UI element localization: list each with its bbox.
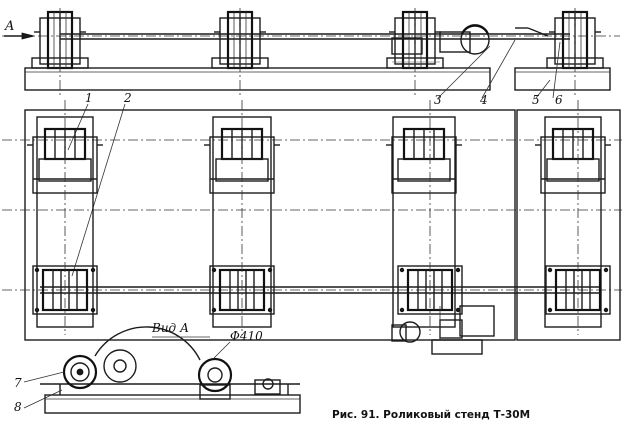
part-label-6: 6 (555, 93, 563, 107)
part-label-5: 5 (532, 93, 540, 107)
roller-right (197, 357, 233, 393)
part-label-3: 3 (434, 93, 442, 107)
part-label-1: 1 (85, 91, 93, 105)
motor-block (459, 305, 495, 337)
view-a-title: Вид А (152, 321, 190, 335)
leader-lines (67, 39, 561, 277)
view-arrow-label: A (5, 19, 15, 34)
plan-frame (24, 109, 516, 341)
top-view (2, 8, 620, 95)
diameter-label: Φ410 (230, 329, 263, 343)
plan-frame-right (516, 109, 621, 341)
view-arrow-icon (21, 32, 35, 40)
plan-view (2, 100, 622, 355)
part-label-7: 7 (14, 376, 22, 390)
view-a-drawing (23, 326, 301, 414)
view-a-base (44, 394, 301, 414)
part-label-2: 2 (124, 91, 132, 105)
part-label-8: 8 (14, 400, 22, 414)
top-frame (24, 67, 491, 91)
figure-caption: Рис. 91. Роликовый стенд Т-30М (332, 409, 531, 421)
part-label-4: 4 (480, 93, 488, 107)
top-frame-right (514, 67, 611, 91)
